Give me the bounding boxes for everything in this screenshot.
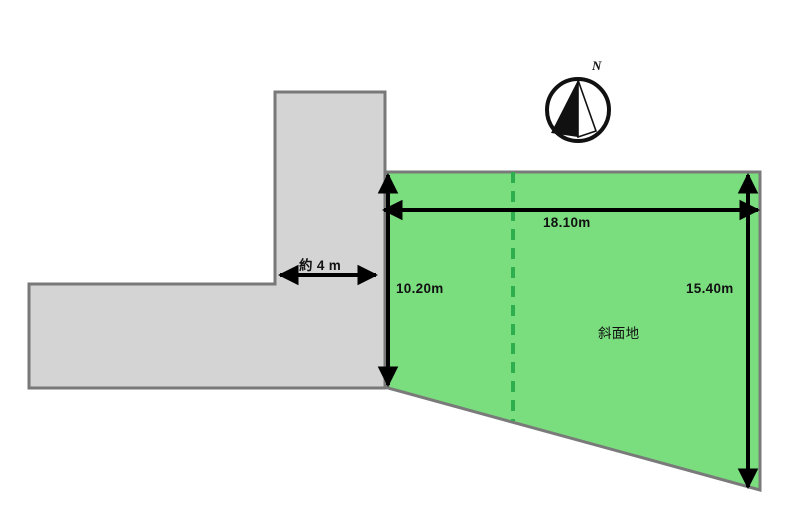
compass-north-label: N [592,58,602,73]
annotation-slope-area: 斜面地 [598,326,640,342]
compass-needle-light [577,79,598,139]
dimension-label-left-depth: 10.20m [396,281,444,296]
gray-road-parcel [27,90,387,390]
road-polygon [27,90,387,390]
compass-north-icon [545,77,611,143]
dimension-label-right-depth: 15.40m [686,281,734,296]
dimension-label-road-width: 約 4 m [299,258,342,273]
dimension-label-top-width: 18.10m [543,215,591,230]
compass-needle-dark [551,80,578,137]
